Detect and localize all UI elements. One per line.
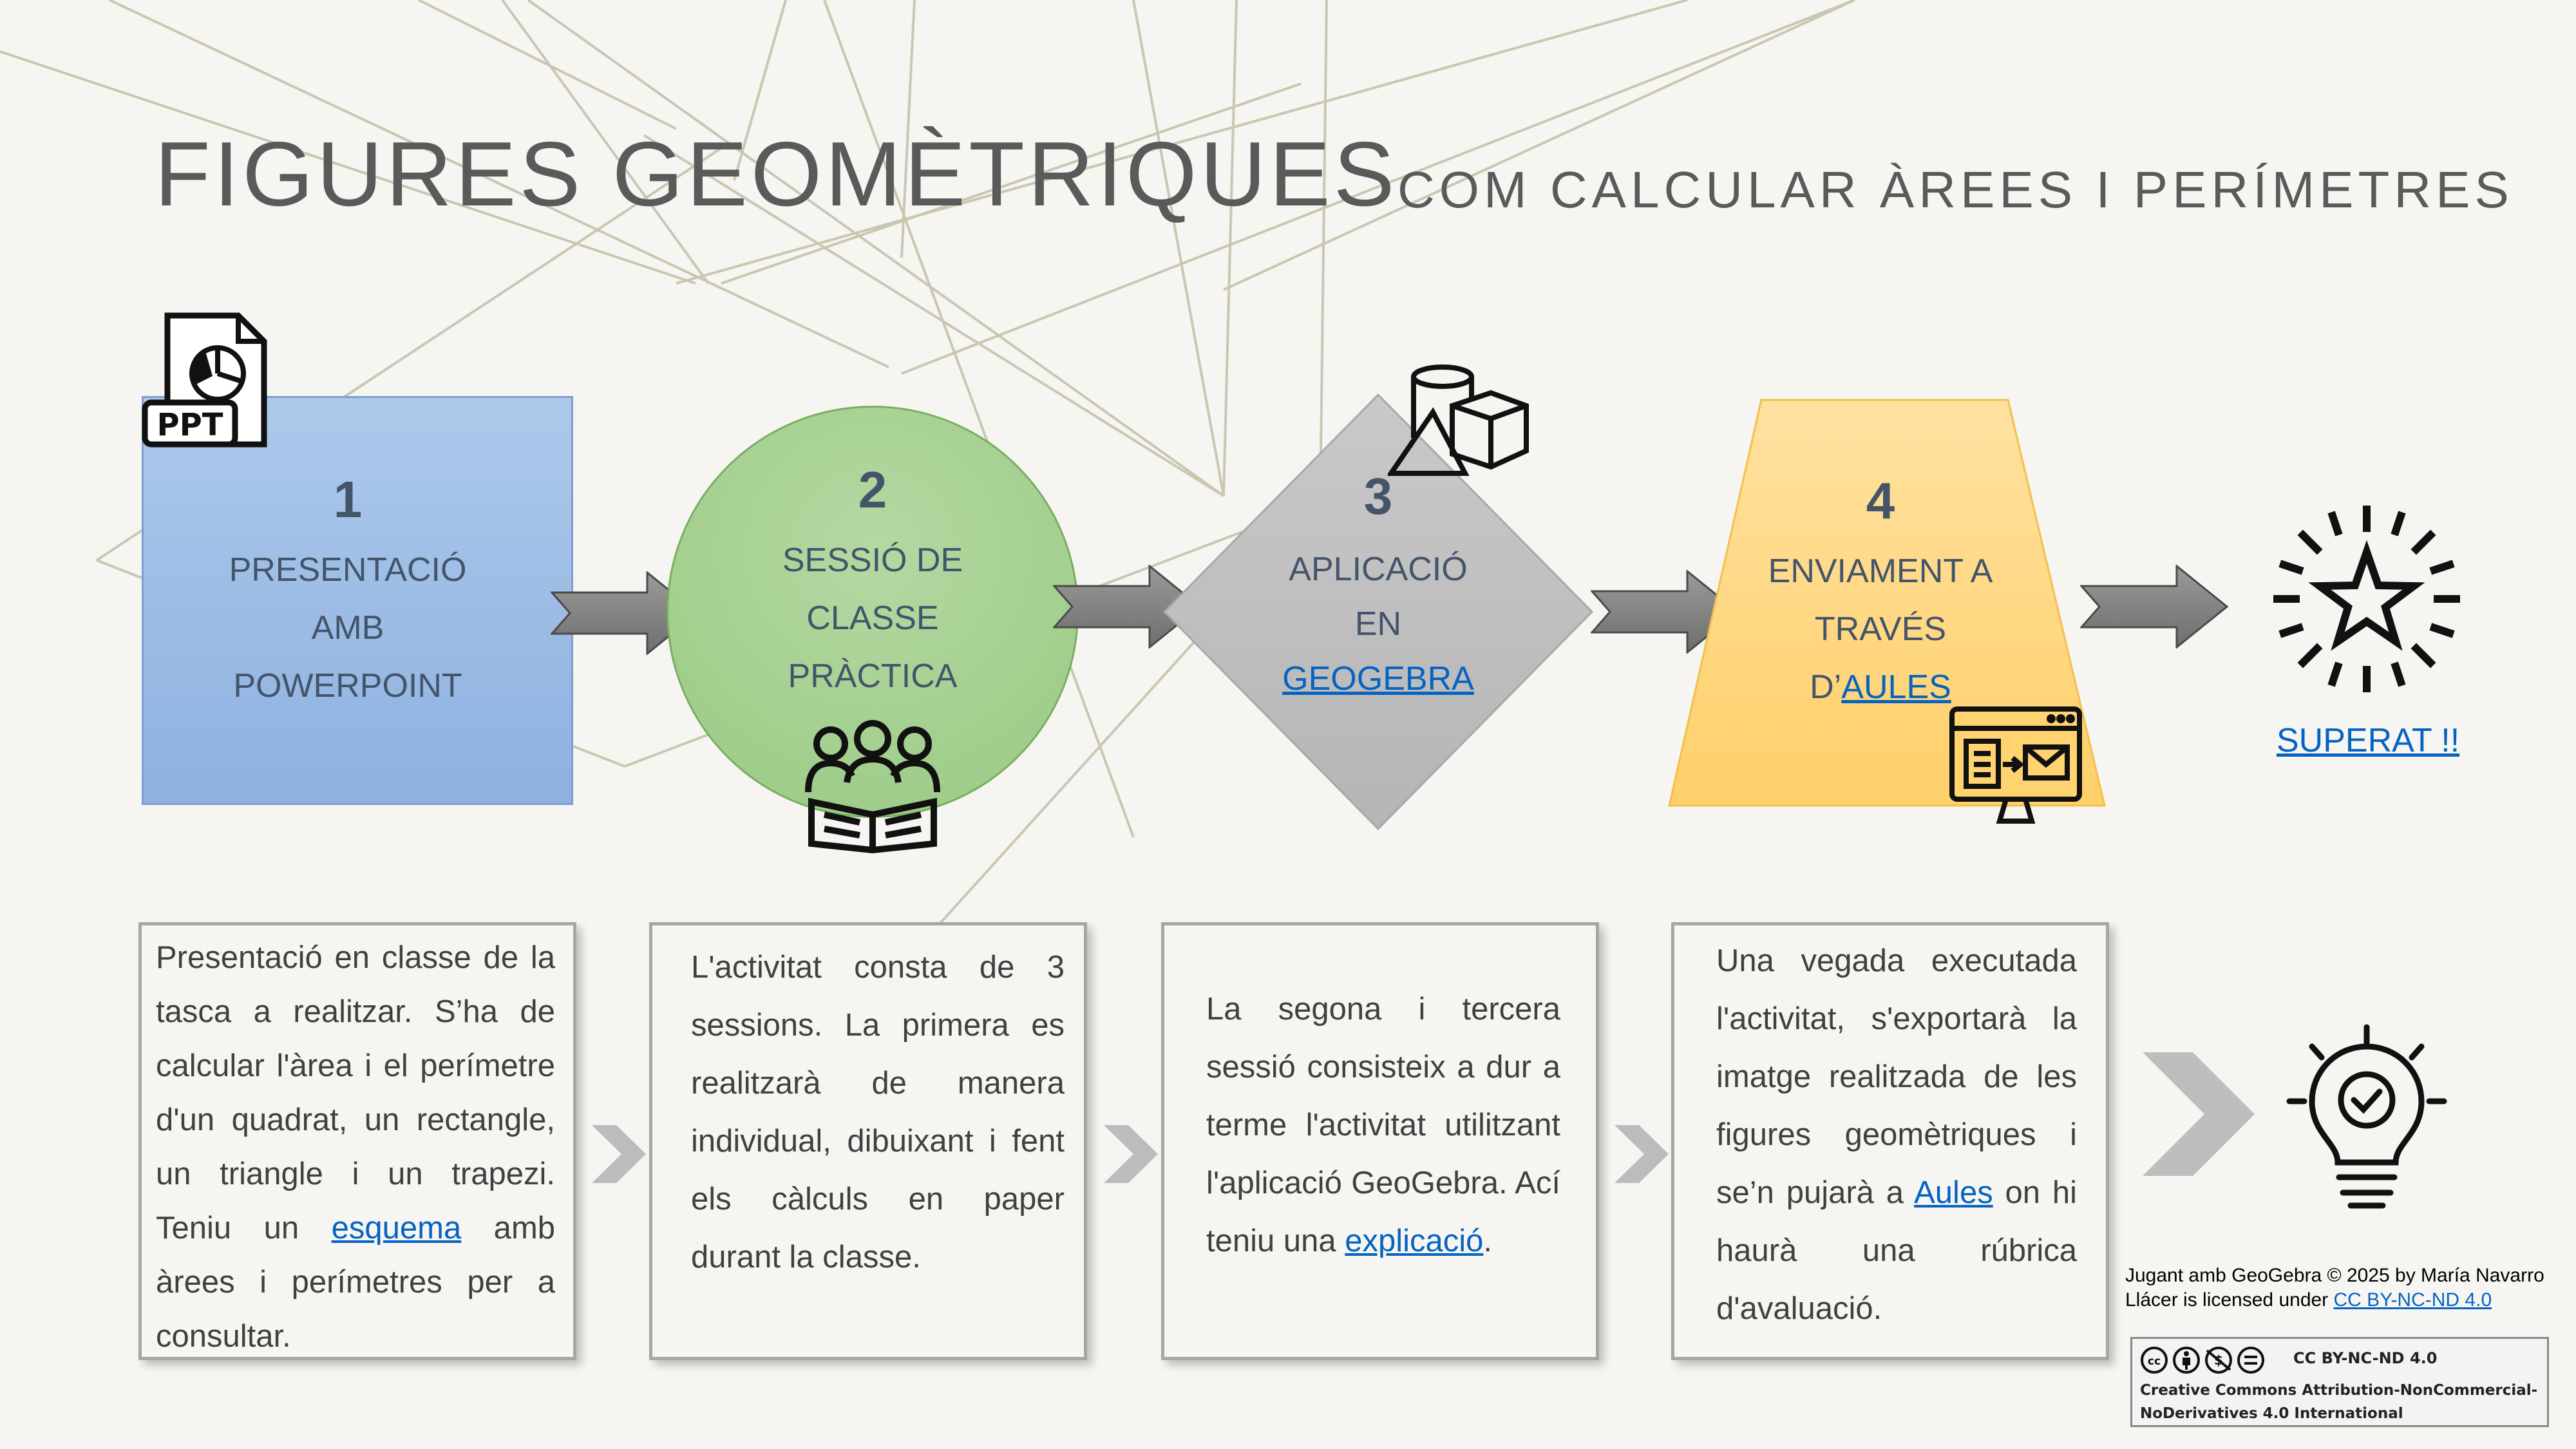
- arrow-1: [551, 571, 699, 655]
- aules-box-link[interactable]: Aules: [1914, 1175, 1993, 1210]
- license-badge-label: CC BY-NC-ND 4.0: [2293, 1349, 2438, 1367]
- license-line-2: NoDerivatives 4.0 International: [2140, 1405, 2403, 1422]
- stage-1-square: [142, 396, 573, 805]
- aules-link[interactable]: AULES: [1841, 668, 1951, 706]
- description-box-1: Presentació en classe de la tasca a real…: [138, 922, 576, 1360]
- ppt-file-icon: PPT: [142, 312, 267, 448]
- arrow-4: [2080, 565, 2228, 649]
- group-reading-icon: [805, 720, 940, 853]
- stage-4-label: ENVIAMENT A TRAVÉS D’AULES: [1687, 542, 2074, 716]
- superat-link[interactable]: SUPERAT !!: [2277, 722, 2460, 759]
- chevron-3: [1615, 1125, 1669, 1183]
- stage-1-label: PRESENTACIÓ AMB POWERPOINT: [155, 541, 541, 715]
- box-2-text: L'activitat consta de 3 sessions. La pri…: [691, 950, 1065, 1274]
- svg-text:PPT: PPT: [156, 407, 223, 443]
- license-link[interactable]: CC BY-NC-ND 4.0: [2333, 1289, 2492, 1311]
- star-burst-icon: [2273, 506, 2460, 692]
- box-1-text-after: amb àrees i perímetres per a consultar.: [156, 1211, 556, 1354]
- page-title: FIGURES GEOMÈTRIQUES: [155, 123, 1398, 225]
- stage-2-label: SESSIÓ DE CLASSE PRÀCTICA: [679, 531, 1066, 705]
- stage-1-line-3: POWERPOINT: [233, 667, 462, 705]
- svg-text:$: $: [2214, 1352, 2223, 1368]
- arrow-3: [1591, 570, 1739, 654]
- stage-4-line-1: ENVIAMENT A: [1768, 553, 1993, 590]
- stage-4-number: 4: [1866, 472, 1895, 529]
- chevron-large: [2143, 1052, 2255, 1176]
- license-line-1: Creative Commons Attribution-NonCommerci…: [2140, 1382, 2538, 1399]
- stage-2-circle: [667, 406, 1079, 818]
- stage-3-label: APLICACIÓ EN GEOGEBRA: [1185, 542, 1571, 706]
- lightbulb-check-icon: [2286, 1024, 2447, 1209]
- stage-1-number: 1: [333, 471, 363, 528]
- stage-2-line-1: SESSIÓ DE: [782, 542, 963, 579]
- stage-1-line-1: PRESENTACIÓ: [229, 551, 467, 589]
- description-text-2: L'activitat consta de 3 sessions. La pri…: [691, 938, 1065, 1286]
- box-4-text-after: on hi haurà una rúbrica d'avaluació.: [1716, 1175, 2077, 1326]
- chevron-2: [1104, 1125, 1158, 1183]
- description-box-2: L'activitat consta de 3 sessions. La pri…: [649, 922, 1087, 1360]
- license-badge: cc $ CC BY-NC-ND 4.0 Creative Commons At…: [2130, 1337, 2549, 1427]
- stage-2-line-2: CLASSE: [806, 600, 939, 637]
- svg-text:cc: cc: [2148, 1355, 2161, 1368]
- credit-line-2: Llácer is licensed under: [2125, 1289, 2334, 1311]
- cc-icons: cc $: [2141, 1347, 2264, 1374]
- stage-3-line-1: APLICACIÓ: [1289, 551, 1468, 588]
- page-subtitle: COM CALCULAR ÀREES I PERÍMETRES: [1397, 161, 2514, 218]
- box-4-text-before: Una vegada executada l'activitat, s'expo…: [1716, 943, 2077, 1210]
- stage-3-line-2: EN: [1354, 605, 1402, 643]
- box-3-text-after: .: [1483, 1224, 1493, 1258]
- description-box-4: Una vegada executada l'activitat, s'expo…: [1671, 922, 2109, 1360]
- description-text-1: Presentació en classe de la tasca a real…: [156, 931, 555, 1363]
- stage-3-diamond: [1162, 393, 1594, 831]
- stage-1-line-2: AMB: [311, 609, 384, 647]
- esquema-link[interactable]: esquema: [331, 1211, 462, 1245]
- credit-text: Jugant amb GeoGebra © 2025 by María Nava…: [2125, 1264, 2544, 1312]
- stage-2-number: 2: [858, 461, 887, 518]
- geometric-shapes-icon: [1388, 365, 1529, 476]
- arrow-2: [1053, 565, 1201, 649]
- credit-line-1: Jugant amb GeoGebra © 2025 by María Nava…: [2125, 1265, 2544, 1286]
- stage-4-trapezoid: [1668, 399, 2106, 807]
- geogebra-link[interactable]: GEOGEBRA: [1282, 660, 1474, 697]
- chevron-1: [592, 1125, 646, 1183]
- stage-2-line-3: PRÀCTICA: [788, 658, 958, 695]
- stage-4-prefix: D’: [1810, 668, 1842, 706]
- stage-4-line-2: TRAVÉS: [1814, 611, 1947, 648]
- box-1-text-before: Presentació en classe de la tasca a real…: [156, 940, 555, 1245]
- description-text-3: La segona i tercera sessió consisteix a …: [1206, 980, 1560, 1270]
- box-3-text-before: La segona i tercera sessió consisteix a …: [1206, 992, 1560, 1258]
- description-box-3: La segona i tercera sessió consisteix a …: [1161, 922, 1599, 1360]
- license-full-text: Creative Commons Attribution-NonCommerci…: [2140, 1379, 2537, 1425]
- stage-3-number: 3: [1363, 468, 1393, 525]
- description-text-4: Una vegada executada l'activitat, s'expo…: [1716, 932, 2077, 1338]
- explicacio-link[interactable]: explicació: [1345, 1224, 1484, 1258]
- email-monitor-icon: [1949, 706, 2082, 824]
